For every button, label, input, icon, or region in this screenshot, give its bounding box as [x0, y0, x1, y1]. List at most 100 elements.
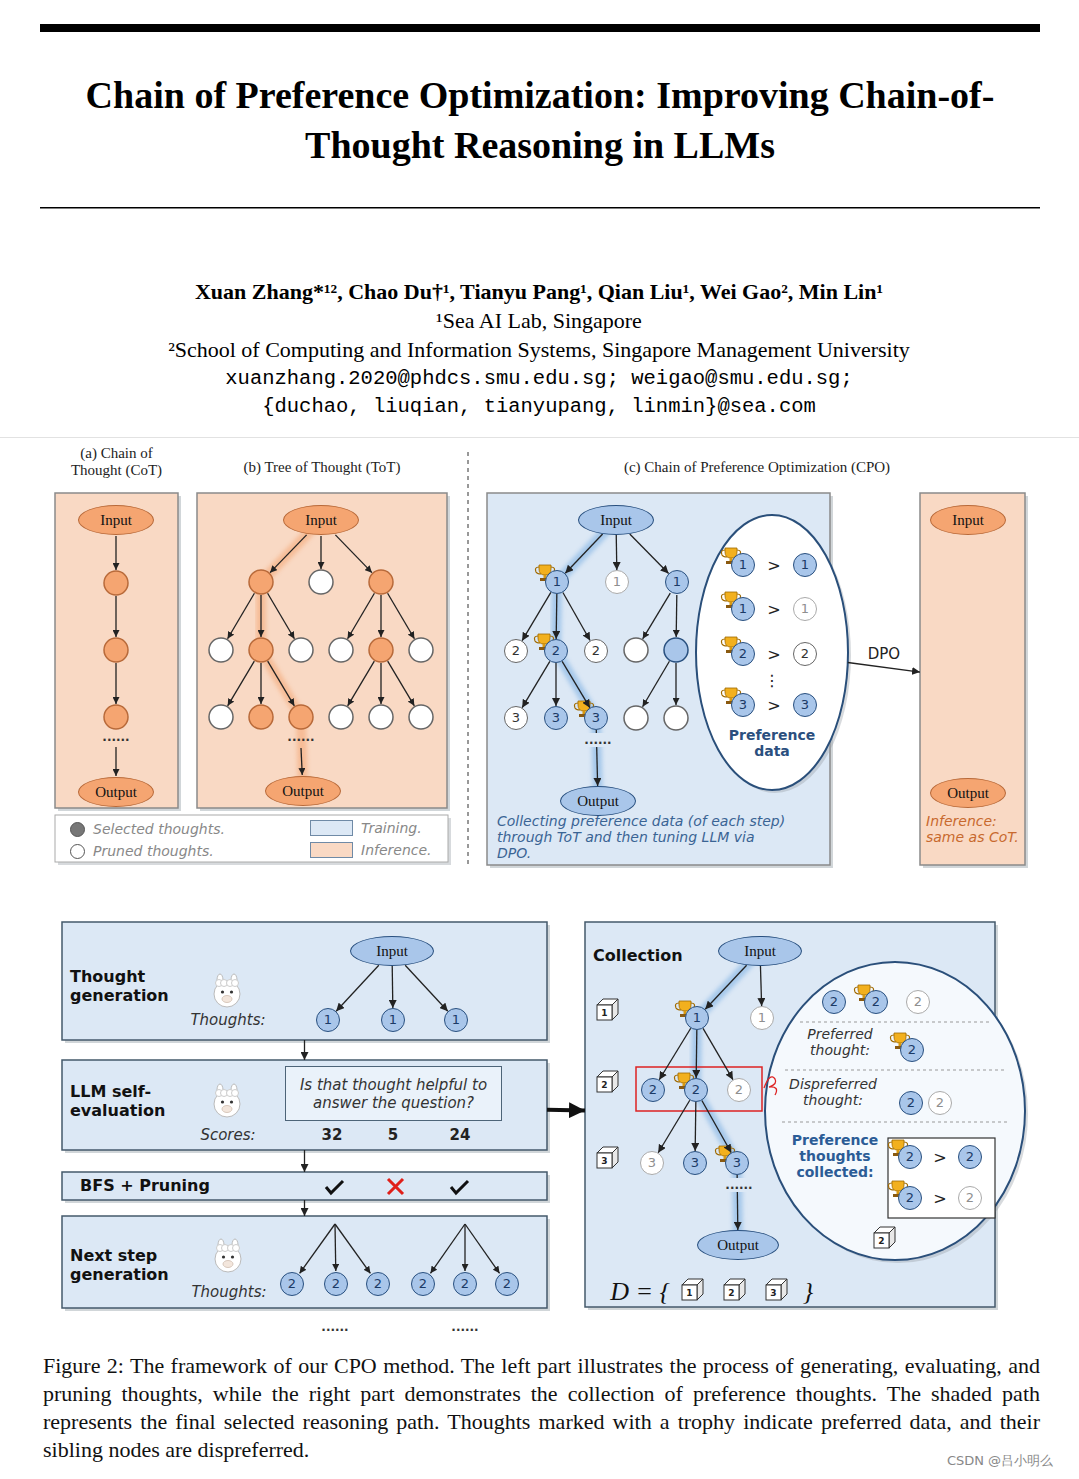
legend-box	[55, 815, 448, 862]
node-text: 2	[966, 1190, 974, 1206]
tree-line	[643, 593, 671, 639]
thought-circle: 2	[366, 1272, 390, 1296]
node-text: (b) Tree of Thought (ToT)	[197, 459, 447, 476]
tree-line	[380, 663, 381, 704]
thought-circle: 2	[684, 1078, 708, 1102]
node-text: 3	[552, 710, 560, 726]
text-label: ⋮	[764, 671, 780, 690]
connector-arrow	[630, 534, 669, 573]
panel-box: BFS + Pruning	[62, 1172, 547, 1200]
cross-mark	[388, 1179, 403, 1194]
node-text: BFS + Pruning	[80, 1176, 280, 1195]
io-oval: Output	[930, 778, 1006, 808]
thought-circle: 2	[411, 1272, 435, 1296]
node-text: 1	[801, 557, 809, 573]
highlight-box	[636, 1067, 762, 1111]
thought-circle: 2	[727, 1078, 751, 1102]
connector-arrow	[555, 663, 556, 706]
package-icon	[597, 999, 618, 1020]
legend-text: Training.	[361, 820, 422, 837]
node-text: Input	[744, 942, 776, 960]
thought-circle	[249, 638, 273, 662]
text-label: 5	[388, 1126, 398, 1144]
tree-line	[115, 536, 116, 570]
thought-circle: 2	[584, 639, 608, 663]
node-text: Dispreferred thought:	[781, 1076, 885, 1108]
figure-separator	[0, 437, 1079, 438]
text-label: >	[767, 696, 780, 715]
text-label: 3	[601, 1156, 607, 1166]
text-label: 24	[450, 1126, 471, 1144]
node-text: Output	[947, 784, 989, 802]
question-box: Is that thought helpful to answer the qu…	[285, 1066, 502, 1121]
tree-line	[115, 663, 116, 704]
text-label: (c) Chain of Preference Optimization (CP…	[624, 459, 890, 476]
thought-circle: 2	[324, 1272, 348, 1296]
tree-line	[260, 663, 261, 704]
panel-box: (a) Chain of Thought (CoT)InputOutput	[55, 493, 178, 808]
thought-circle: 2	[928, 1091, 952, 1115]
thought-circle	[664, 706, 688, 730]
text-label: ......	[319, 1320, 350, 1334]
node-text: 3	[739, 697, 747, 713]
thought-circle: 2	[898, 1186, 922, 1210]
panel-fill	[920, 493, 1025, 865]
tree-line	[430, 1224, 465, 1273]
text-label: xuanzhang.2020@phdcs.smu.edu.sg; weigao@…	[225, 367, 852, 390]
tree-line	[348, 593, 375, 639]
connector-arrow	[695, 1102, 697, 1151]
thought-circle	[369, 705, 393, 729]
thought-circle: 2	[864, 990, 888, 1014]
node-text: (a) Chain of Thought (CoT)	[55, 445, 178, 479]
llama-icon	[214, 974, 240, 1007]
panel-box: Inference: same as CoT.InputOutput	[920, 493, 1025, 865]
thought-circle: 3	[640, 1151, 664, 1175]
thought-circle: 2	[899, 1091, 923, 1115]
connector-arrow	[705, 965, 746, 1009]
thought-circle: 2	[453, 1272, 477, 1296]
connector-arrow	[562, 661, 590, 707]
node-text: 2	[739, 646, 747, 662]
tree-line	[115, 747, 116, 776]
io-oval: Output	[697, 1230, 779, 1260]
io-oval: Input	[78, 505, 154, 535]
connector-arrow	[760, 966, 761, 1006]
node-text: 1	[613, 574, 621, 590]
legend-entry: Pruned thoughts.	[70, 841, 214, 861]
thought-circle	[104, 638, 128, 662]
node-text: 2	[936, 1095, 944, 1111]
thought-circle	[409, 638, 433, 662]
llama-icon	[214, 1084, 240, 1117]
llama-icon	[215, 1239, 241, 1272]
selected-path-glow	[696, 951, 760, 1244]
node-text: 1	[693, 1010, 701, 1026]
panel-box: (b) Tree of Thought (ToT)InputOutput	[197, 493, 447, 808]
thought-circle: 3	[725, 1151, 749, 1175]
thought-circle: 3	[793, 693, 817, 717]
thought-circle	[289, 638, 313, 662]
text-label: ......	[582, 733, 613, 747]
io-oval: Output	[265, 776, 341, 806]
node-text: 1	[389, 1012, 397, 1028]
package-icon	[724, 1279, 745, 1300]
text-label: 1	[686, 1288, 692, 1298]
text-label: ......	[449, 1320, 480, 1334]
io-oval: Input	[350, 936, 434, 966]
figure-caption: Figure 2: The framework of our CPO metho…	[43, 1352, 1040, 1464]
connector-arrow	[304, 1040, 305, 1060]
tree-line	[268, 593, 295, 639]
node-text: 2	[332, 1276, 340, 1292]
panel-box: Next step generation222222	[62, 1216, 547, 1308]
thought-circle: 3	[683, 1151, 707, 1175]
thought-circle	[209, 638, 233, 662]
thought-circle: 3	[504, 706, 528, 730]
thought-circle	[104, 571, 128, 595]
panel-box: Thought generationInput111	[62, 922, 547, 1040]
pairs-box	[888, 1138, 995, 1218]
connector-arrow	[405, 965, 448, 1011]
thought-circle	[249, 570, 273, 594]
tree-line	[348, 661, 375, 706]
tree-line	[464, 1224, 465, 1271]
connector-arrow	[556, 594, 558, 639]
